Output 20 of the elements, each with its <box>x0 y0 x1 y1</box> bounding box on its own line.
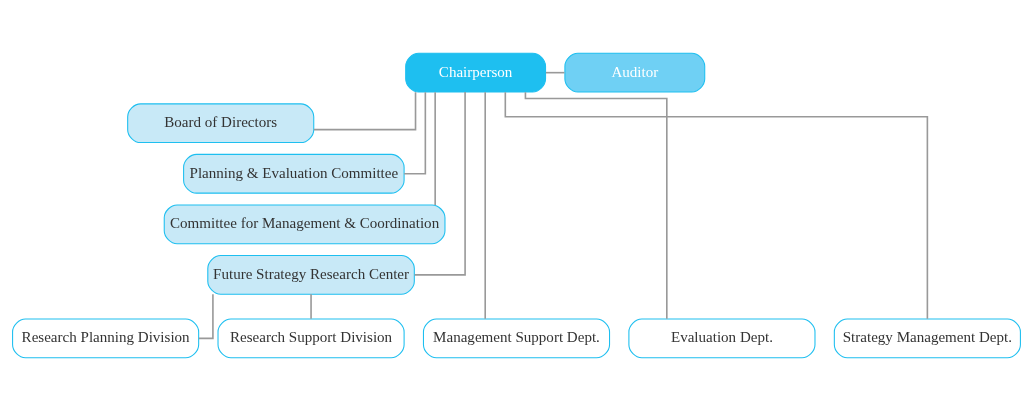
connector <box>524 91 668 320</box>
connector <box>313 91 417 131</box>
connector <box>403 91 427 175</box>
connector <box>484 91 486 320</box>
node-box: Research Planning Division <box>12 318 200 359</box>
node-box: Management Support Dept. <box>422 318 611 359</box>
node-box: Board of Directors <box>127 103 315 144</box>
node-box: Committee for Management & Coordination <box>163 204 446 245</box>
connector <box>434 91 436 206</box>
node-box: Evaluation Dept. <box>628 318 816 359</box>
node-box: Chairperson <box>405 52 547 93</box>
connector <box>413 91 466 276</box>
node-box: Future Strategy Research Center <box>207 255 415 295</box>
node-box: Auditor <box>564 52 706 93</box>
node-box: Research Support Division <box>217 318 405 359</box>
node-box: Strategy Management Dept. <box>833 318 1021 359</box>
connector <box>504 91 929 320</box>
connector <box>310 293 312 320</box>
connector <box>545 71 566 74</box>
node-box: Planning & Evaluation Committee <box>183 153 405 194</box>
